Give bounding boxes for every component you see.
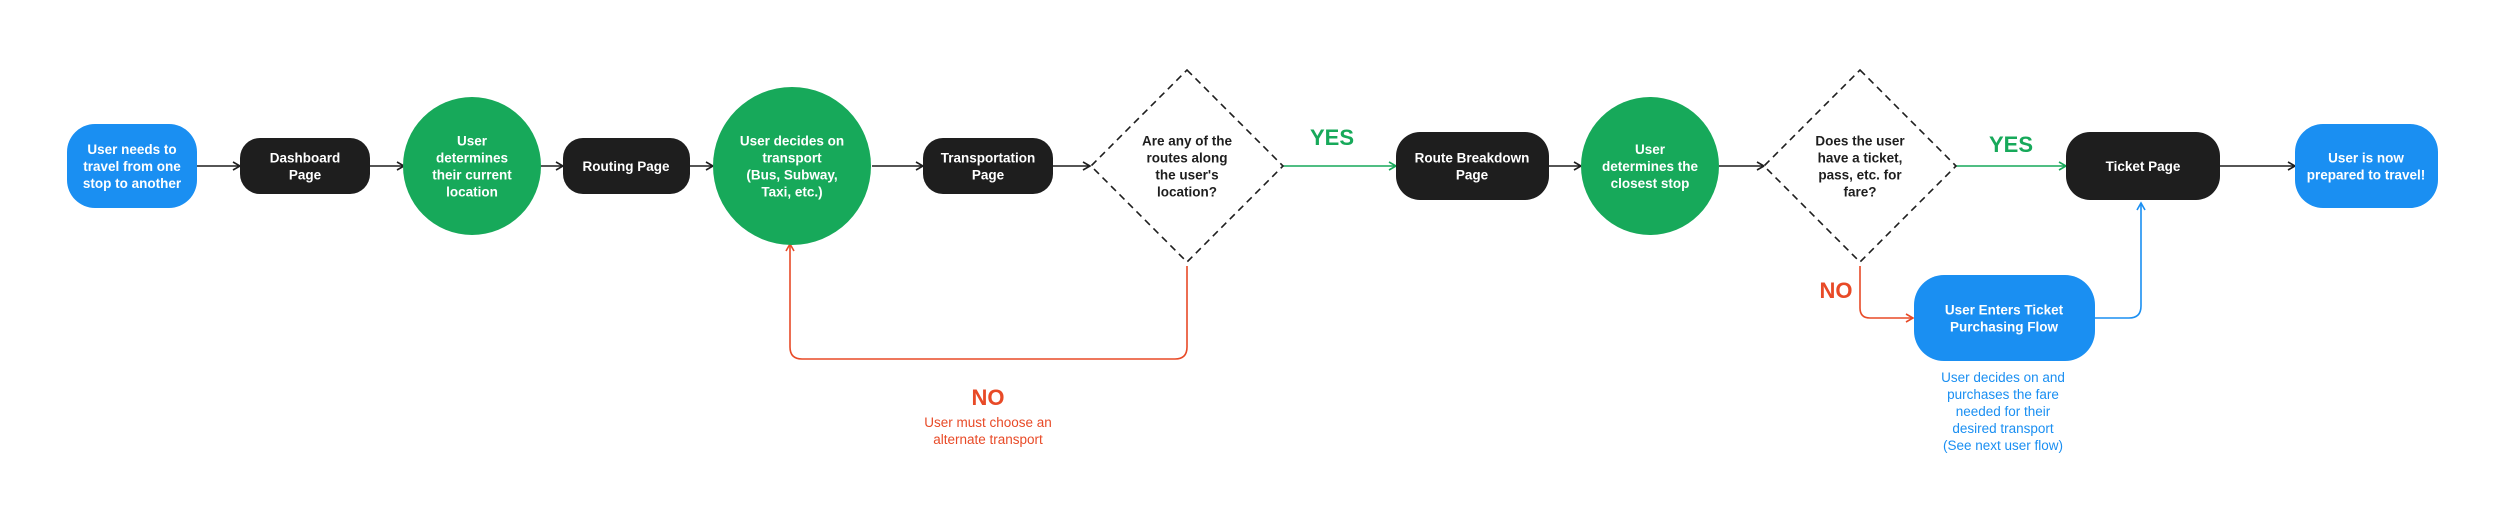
- ticket-decision-text: Does the user have a ticket, pass, etc. fo…: [1815, 134, 1905, 200]
- decide-transport-text: User decides on transport (Bus, Subway, Tax…: [740, 134, 844, 200]
- text-line: User: [1635, 142, 1666, 157]
- text-line: User decides on and: [1941, 370, 2065, 385]
- routes-decision-node: Are any of the routes along the user's loca…: [1089, 68, 1285, 264]
- text-line: stop to another: [83, 176, 182, 191]
- text-line: alternate transport: [933, 432, 1043, 447]
- text-line: User must choose an: [924, 415, 1052, 430]
- ticket-decision-node: Does the user have a ticket, pass, etc. fo…: [1762, 68, 1958, 264]
- text-line: determines the: [1602, 159, 1699, 174]
- ticket-page-text: Ticket Page: [2106, 159, 2181, 174]
- determine-location-node: User determines their current location: [403, 97, 541, 235]
- text-line: location: [446, 185, 498, 200]
- purchase-note: User decides on and purchases the fare nee…: [1941, 370, 2065, 453]
- text-line: User needs to: [87, 142, 176, 157]
- routes-decision-text: Are any of the routes along the user's loca…: [1142, 134, 1233, 200]
- text-line: Page: [289, 168, 322, 183]
- yes-ticket-label: YES: [1989, 132, 2033, 157]
- no-routes-note: User must choose an alternate transport: [924, 415, 1052, 447]
- end-node-text: User is now prepared to travel!: [2307, 151, 2426, 183]
- text-line: location?: [1157, 185, 1217, 200]
- text-line: their current: [432, 168, 512, 183]
- text-line: needed for their: [1956, 404, 2051, 419]
- text-line: User decides on: [740, 134, 844, 149]
- end-node: User is now prepared to travel!: [2295, 124, 2438, 208]
- no-ticket-label: NO: [1820, 278, 1853, 303]
- text-line: routes along: [1146, 151, 1227, 166]
- text-line: Purchasing Flow: [1950, 320, 2059, 335]
- routing-page-node: Routing Page: [563, 138, 690, 194]
- text-line: travel from one: [83, 159, 181, 174]
- text-line: transport: [762, 151, 822, 166]
- arrow-no-routes: [785, 242, 1188, 360]
- text-line: Route Breakdown: [1415, 151, 1530, 166]
- ticket-page-node: Ticket Page: [2066, 132, 2220, 200]
- text-line: Page: [1456, 168, 1489, 183]
- decide-transport-node: User decides on transport (Bus, Subway, Tax…: [713, 87, 871, 245]
- text-line: Taxi, etc.): [761, 185, 822, 200]
- text-line: prepared to travel!: [2307, 168, 2426, 183]
- connectors: [197, 161, 2297, 360]
- text-line: have a ticket,: [1818, 151, 1903, 166]
- text-line: (See next user flow): [1943, 438, 2063, 453]
- text-line: User: [457, 134, 488, 149]
- text-line: Routing Page: [583, 159, 670, 174]
- text-line: Dashboard: [270, 151, 341, 166]
- text-line: Are any of the: [1142, 134, 1233, 149]
- text-line: determines: [436, 151, 508, 166]
- text-line: Does the user: [1815, 134, 1905, 149]
- text-line: Page: [972, 168, 1005, 183]
- text-line: Transportation: [941, 151, 1036, 166]
- text-line: fare?: [1843, 185, 1876, 200]
- text-line: User Enters Ticket: [1945, 303, 2064, 318]
- text-line: the user's: [1155, 168, 1218, 183]
- text-line: closest stop: [1611, 176, 1690, 191]
- start-node: User needs to travel from one stop to anot…: [67, 124, 197, 208]
- start-node-text: User needs to travel from one stop to anot…: [83, 142, 182, 191]
- text-line: User is now: [2328, 151, 2404, 166]
- determine-location-text: User determines their current location: [432, 134, 512, 200]
- closest-stop-node: User determines the closest stop: [1581, 97, 1719, 235]
- text-line: desired transport: [1952, 421, 2054, 436]
- arrow-no-ticket: [1859, 266, 1915, 323]
- routing-page-text: Routing Page: [583, 159, 670, 174]
- text-line: Ticket Page: [2106, 159, 2181, 174]
- text-line: (Bus, Subway,: [746, 168, 837, 183]
- no-routes-label: NO: [972, 385, 1005, 410]
- arrow-purchase-to-ticket: [2095, 201, 2146, 319]
- text-line: purchases the fare: [1947, 387, 2059, 402]
- closest-stop-text: User determines the closest stop: [1602, 142, 1699, 191]
- text-line: pass, etc. for: [1818, 168, 1902, 183]
- yes-routes-label: YES: [1310, 125, 1354, 150]
